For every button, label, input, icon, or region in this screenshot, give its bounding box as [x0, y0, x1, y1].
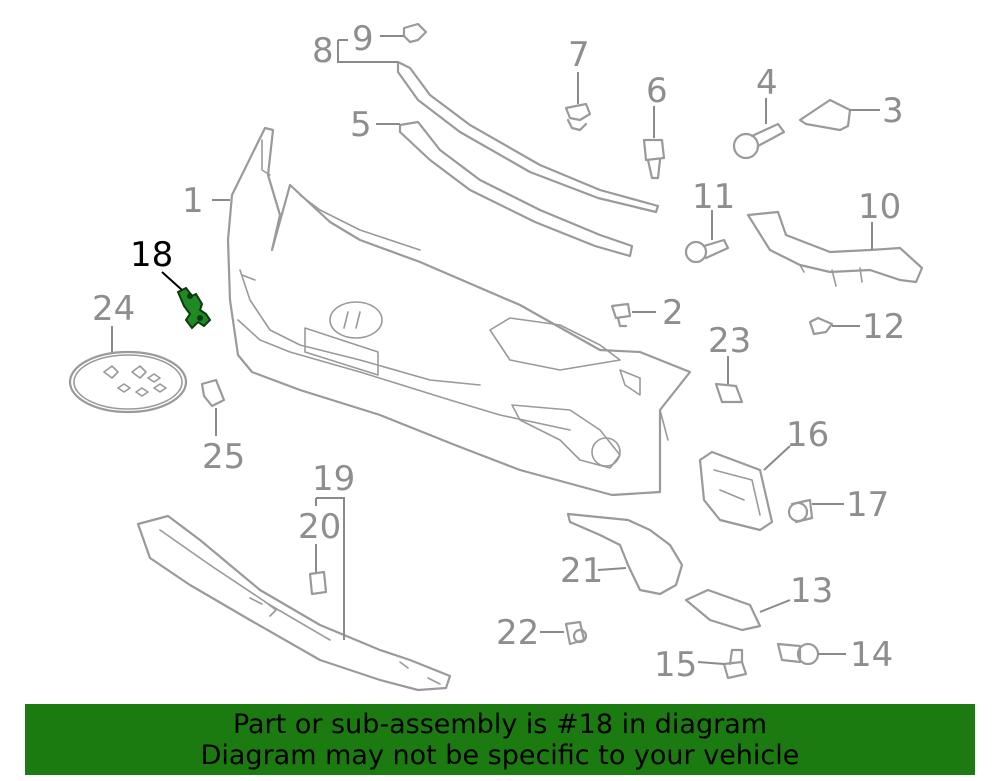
callout-2: 2 [662, 293, 684, 333]
callout-24: 24 [92, 289, 135, 329]
nut-part-15 [722, 648, 748, 680]
emblem-part-24 [68, 350, 188, 414]
callout-14: 14 [850, 635, 893, 675]
callout-15: 15 [654, 645, 697, 685]
callout-4: 4 [756, 63, 778, 103]
callout-10: 10 [858, 187, 901, 227]
bolt-part-6 [642, 138, 666, 180]
pin-part-12 [808, 316, 834, 336]
callout-25: 25 [202, 437, 245, 477]
clip-part-20 [308, 570, 328, 596]
callout-20: 20 [298, 507, 341, 547]
leader-lines [111, 35, 880, 665]
callout-6: 6 [646, 71, 668, 111]
lower-bracket-part-13 [684, 588, 762, 632]
callout-16: 16 [786, 415, 829, 455]
clip-part-9 [402, 22, 428, 44]
side-bracket-part-16 [698, 450, 774, 532]
callout-23: 23 [708, 321, 751, 361]
bracket-part-3 [798, 98, 852, 132]
callout-12: 12 [862, 307, 905, 347]
bolt-part-14 [776, 642, 820, 666]
callout-8: 8 [312, 31, 334, 71]
callout-labels: 1 8 9 5 7 6 4 3 10 11 2 12 23 16 17 21 1… [92, 19, 905, 685]
trim-part-21 [566, 512, 684, 596]
callout-17: 17 [846, 485, 889, 525]
clip-part-2 [610, 302, 632, 328]
callout-19: 19 [312, 459, 355, 499]
seal-strip-part [398, 120, 634, 258]
callout-11: 11 [692, 177, 735, 217]
callout-18: 18 [130, 235, 173, 275]
banner-line-1: Part or sub-assembly is #18 in diagram [232, 709, 768, 740]
bolt-part-17 [787, 498, 814, 524]
banner-line-2: Diagram may not be specific to your vehi… [200, 740, 800, 771]
bracket-part-23 [714, 382, 744, 404]
callout-13: 13 [790, 571, 833, 611]
callout-7: 7 [568, 35, 590, 75]
highlighted-part-18 [176, 286, 212, 330]
info-banner: Part or sub-assembly is #18 in diagram D… [25, 704, 975, 775]
callout-9: 9 [352, 19, 374, 59]
callout-22: 22 [496, 613, 539, 653]
lower-spoiler-part [136, 514, 452, 692]
bracket-part-25 [200, 378, 226, 408]
bolt-part-11 [684, 238, 730, 264]
callout-5: 5 [350, 105, 372, 145]
screw-part-4 [732, 122, 786, 160]
callout-21: 21 [560, 551, 603, 591]
side-bracket-part-10 [746, 210, 924, 287]
clip-part-22 [564, 620, 588, 646]
push-clip-part-7 [564, 102, 592, 132]
bumper-cover-part [226, 126, 692, 497]
upper-trim-strip-part [396, 60, 660, 214]
callout-1: 1 [182, 181, 204, 221]
callout-3: 3 [882, 91, 904, 131]
